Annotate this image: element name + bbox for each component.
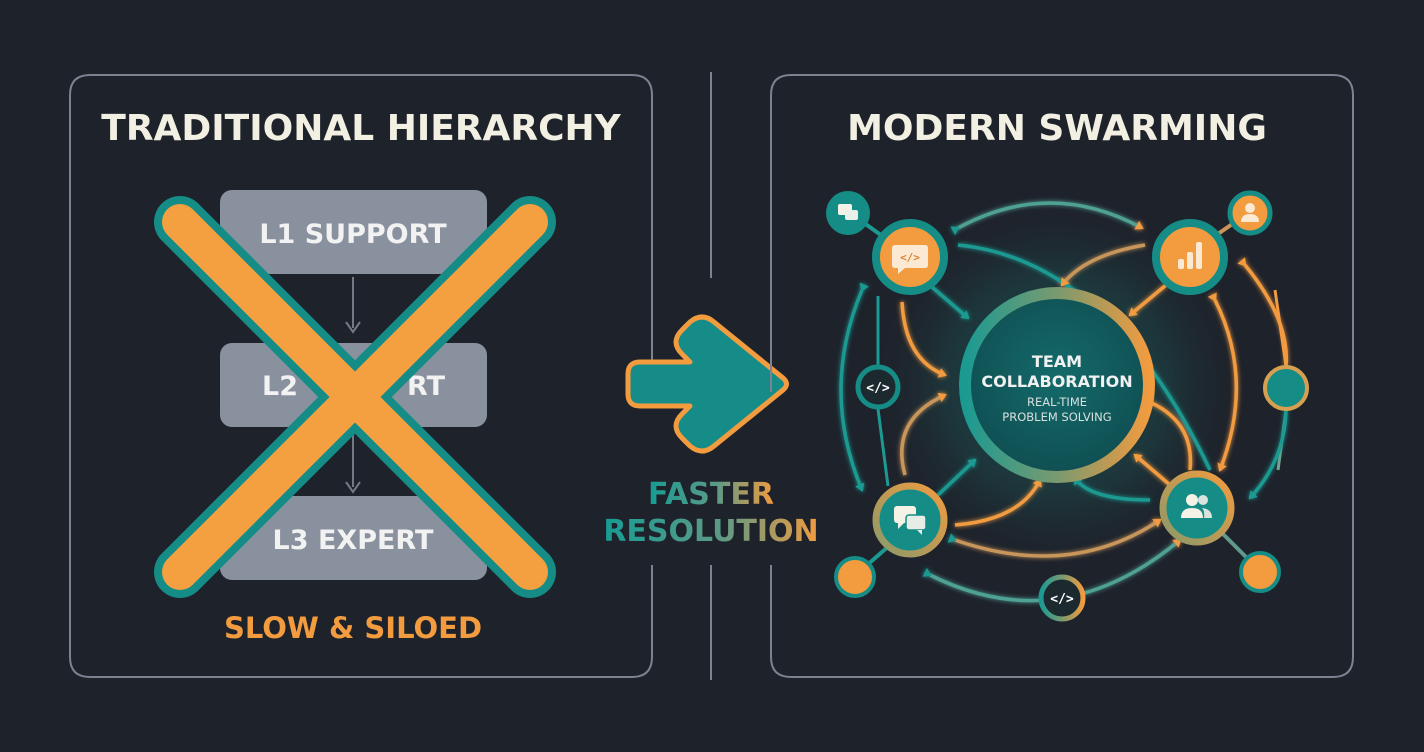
resolution-label: RESOLUTION	[603, 514, 818, 549]
svg-text:L2: L2	[262, 371, 298, 402]
svg-text:L3 EXPERT: L3 EXPERT	[273, 525, 434, 556]
teal-node-right	[1263, 365, 1309, 411]
chat-node	[872, 482, 948, 558]
code-icon: </>	[866, 381, 890, 396]
svg-text:</>: </>	[900, 251, 920, 264]
faster-label: FASTER	[648, 477, 774, 512]
chat-bubbles-icon	[894, 506, 927, 535]
team-collaboration-hub: TEAM COLLABORATION REAL-TIME PROBLEM SOL…	[959, 287, 1155, 483]
code-chat-icon: </>	[892, 245, 928, 274]
small-orange-node-bottom-right	[1239, 551, 1281, 593]
left-panel-title: TRADITIONAL HIERARCHY	[101, 108, 621, 149]
small-orange-node-bottom-left	[834, 556, 876, 598]
transition-arrow-icon	[625, 314, 789, 454]
small-chat-node	[826, 191, 870, 235]
person-icon	[1241, 203, 1259, 222]
slow-siloed-label: SLOW & SILOED	[224, 611, 482, 645]
svg-text:REAL-TIME: REAL-TIME	[1027, 395, 1087, 409]
right-panel-title: MODERN SWARMING	[847, 108, 1267, 149]
svg-text:L1 SUPPORT: L1 SUPPORT	[259, 219, 447, 250]
code-icon: </>	[1050, 592, 1074, 607]
svg-text:PROBLEM SOLVING: PROBLEM SOLVING	[1002, 410, 1111, 424]
svg-text:RT: RT	[407, 371, 446, 402]
traditional-hierarchy-panel: TRADITIONAL HIERARCHY L1 SUPPORT L2 RT L…	[69, 74, 653, 678]
svg-text:COLLABORATION: COLLABORATION	[981, 372, 1132, 391]
code-node-left: </>	[855, 364, 901, 410]
chart-node	[1152, 219, 1228, 295]
hierarchy-box-l3: L3 EXPERT	[220, 496, 487, 580]
code-node-bottom: </>	[1038, 574, 1086, 622]
users-node	[1159, 470, 1235, 546]
modern-swarming-panel: MODERN SWARMING	[770, 74, 1354, 678]
users-icon	[1181, 494, 1212, 518]
chat-bubbles-icon	[838, 204, 858, 220]
small-person-node	[1227, 190, 1273, 236]
bar-chart-icon	[1178, 242, 1202, 269]
hierarchy-box-l1: L1 SUPPORT	[220, 190, 487, 274]
svg-text:TEAM: TEAM	[1032, 352, 1082, 371]
code-chat-node: </>	[872, 219, 948, 295]
crossed-out-x-icon	[154, 196, 556, 598]
